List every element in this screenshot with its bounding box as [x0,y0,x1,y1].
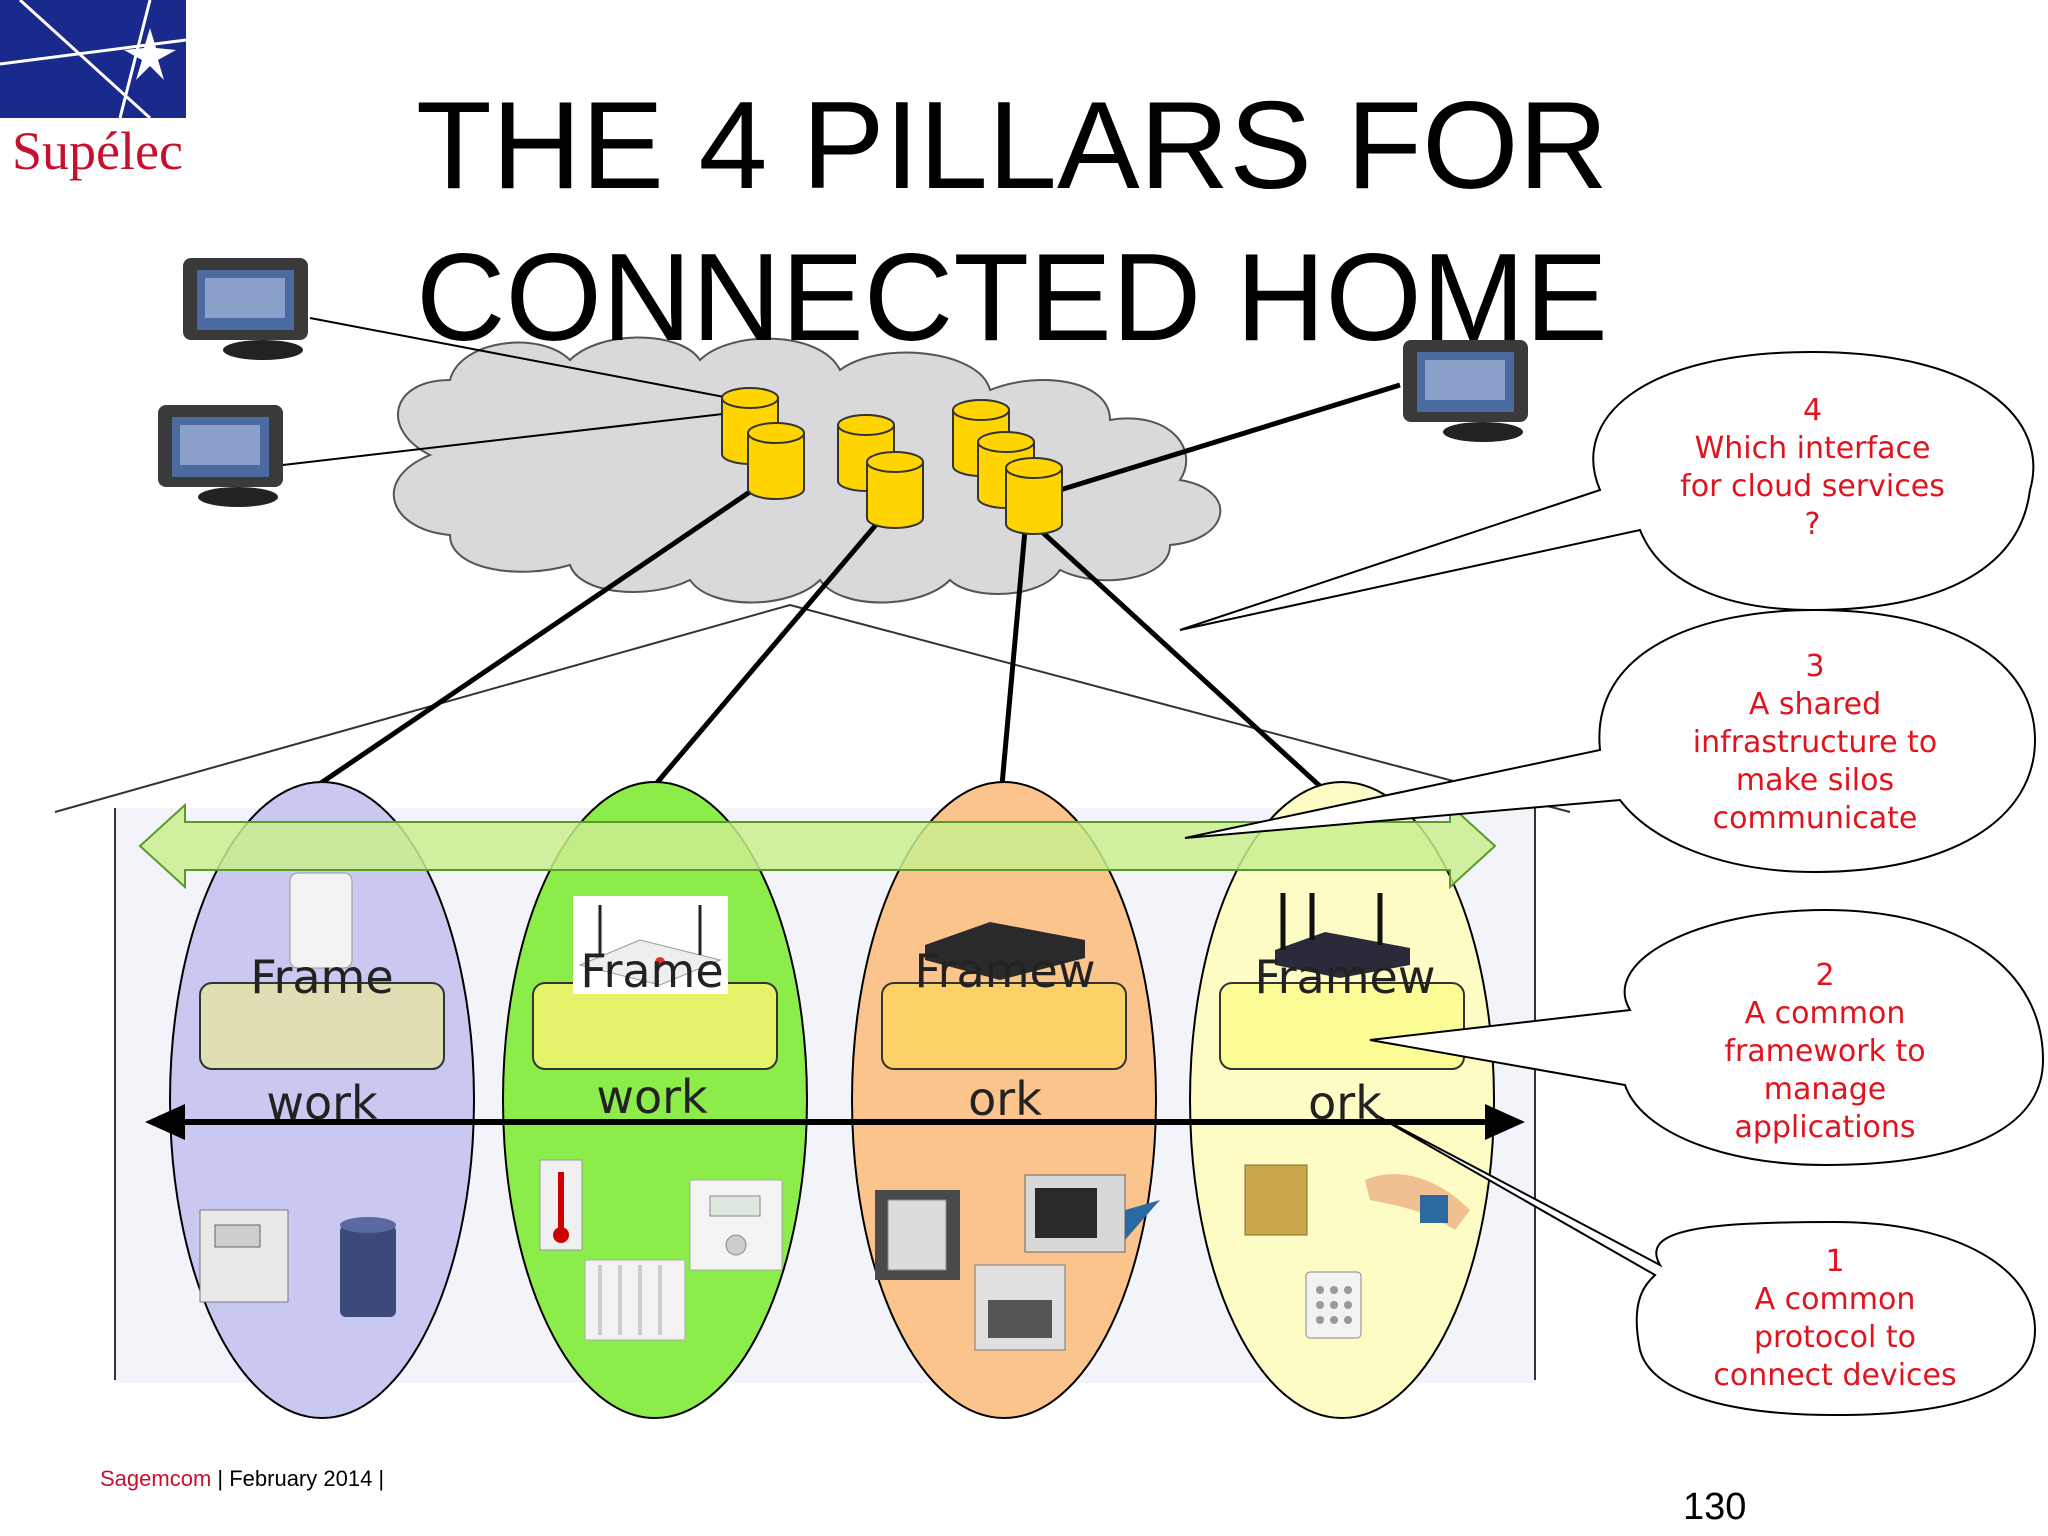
protocol-arrow [145,1104,1525,1140]
shared-infrastructure-arrow [138,802,1497,890]
callout-1-number: 1 [1825,1244,1845,1279]
touchscreen-device-1 [183,258,308,360]
callout-4-line: ? [1804,507,1821,542]
callout-bubble-3 [1184,608,2037,874]
callout-4-line: Which interface [1694,431,1931,466]
callout-2-line: framework to [1724,1034,1926,1069]
pillar-1-framework-box [199,982,445,1070]
callout-bubble-2 [1369,908,2045,1167]
title-line-2: CONNECTED HOME [416,229,1608,367]
wifi-router-white [573,896,728,994]
database-cylinder [1005,457,1063,535]
alarm-keypad [1305,1271,1362,1339]
callout-2-line: applications [1734,1110,1916,1145]
callout-3-line: make silos [1735,763,1895,798]
footer-brand: Sagemcom [100,1466,212,1491]
radiator [584,1259,686,1341]
pillar-4-framework-box [1219,982,1465,1070]
wrist-sensor [1365,1174,1470,1230]
callout-1-line: A common [1754,1282,1916,1317]
pillar-3-framework-top: Framew [914,944,1096,998]
callout-3-line: infrastructure to [1692,725,1938,760]
footer-date: | February 2014 | [211,1466,385,1491]
framework-boxes [199,982,1465,1070]
pillar-2-framework-top: Frame [580,944,724,998]
pillar-3-framework-bottom: ork [968,1072,1042,1126]
page-number: 130 [1683,1486,1747,1528]
cloud [392,336,1222,604]
callout-3-line: communicate [1712,801,1918,836]
logo-text: Supélec [12,121,183,181]
pillar-4-framework-bottom: ork [1308,1076,1382,1130]
callout-1-line: protocol to [1753,1320,1917,1355]
callout-1-text: 1 A common protocol to connect devices [1660,1243,2010,1395]
footer: Sagemcom | February 2014 | [100,1466,384,1492]
pillar-4-framework-top: Framew [1254,950,1436,1004]
callout-3-line: A shared [1748,687,1882,722]
database-cylinder [866,451,924,529]
callout-3-number: 3 [1805,649,1825,684]
callout-2-line: manage [1763,1072,1887,1107]
wifi-router-black [1275,893,1410,978]
connection-lines [282,317,1401,790]
pillar-4-ellipse [1189,781,1495,1419]
water-heater [340,1217,396,1317]
callout-bubble-1 [1369,1111,2037,1417]
microwave-oven [1024,1174,1160,1253]
callout-4-number: 4 [1802,393,1823,428]
pillar-3-framework-box [881,982,1127,1070]
database-cylinders [721,387,1063,535]
callout-4-text: 4 Which interface for cloud services ? [1640,392,1985,544]
page-title: THE 4 PILLARS FOR CONNECTED HOME [416,70,1696,374]
gateway-box-1 [289,872,353,969]
thermometer [539,1159,583,1251]
refrigerator [875,1190,960,1280]
callout-3-text: 3 A shared infrastructure to make silos … [1640,648,1990,838]
callout-4-line: for cloud services [1680,469,1945,504]
logo-emblem [0,0,187,120]
callout-2-line: A common [1744,996,1906,1031]
pillar-2-framework-bottom: work [596,1070,708,1124]
touchscreen-device-3 [1403,340,1528,442]
callout-1-line: connect devices [1713,1358,1957,1393]
database-cylinder [747,422,805,500]
touchscreen-device-2 [158,405,283,507]
electric-meter [199,1209,289,1303]
callout-2-text: 2 A common framework to manage applicati… [1650,957,2000,1147]
pillar-1-framework-bottom: work [266,1076,378,1130]
pillar-1-framework-top: Frame [250,950,394,1004]
title-line-1: THE 4 PILLARS FOR [416,77,1609,215]
window-blind [1244,1164,1308,1236]
callout-bubble-4 [1179,350,2035,631]
set-top-box-black [925,922,1085,980]
callout-2-number: 2 [1815,958,1835,993]
thermostat [689,1179,783,1271]
cooking-range [974,1264,1066,1351]
